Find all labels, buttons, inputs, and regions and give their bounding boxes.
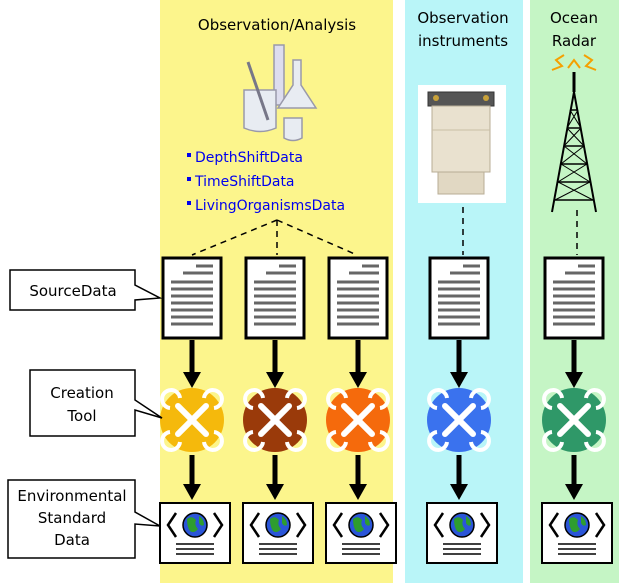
analysis-title: Observation/Analysis	[198, 16, 356, 34]
observation-instrument-icon	[418, 85, 506, 203]
source-data-label: SourceData	[29, 282, 116, 300]
creation-tool-orange	[326, 388, 390, 452]
source-document	[327, 256, 389, 340]
creation-tool-callout: Creation Tool	[29, 369, 163, 437]
standard-data-label-line3: Data	[54, 531, 90, 549]
list-item: DepthShiftData	[195, 150, 303, 166]
source-data-callout: SourceData	[9, 269, 163, 311]
creation-tool-blue	[427, 388, 491, 452]
creation-tool-label-line1: Creation	[50, 384, 113, 402]
standard-data-document	[158, 501, 232, 565]
list-item: TimeShiftData	[194, 174, 295, 190]
analysis-data-list: DepthShiftData TimeShiftData LivingOrgan…	[187, 150, 345, 214]
source-document	[428, 256, 490, 340]
creation-tool-green	[542, 388, 606, 452]
arrows-tool-to-standard	[189, 455, 577, 486]
instruments-title-line2: instruments	[418, 32, 508, 50]
standard-data-document	[425, 501, 499, 565]
arrows-doc-to-tool	[189, 340, 577, 375]
radar-tower-icon	[551, 54, 597, 213]
radar-title-line2: Radar	[552, 32, 597, 50]
radar-title-line1: Ocean	[550, 9, 598, 27]
creation-tool-yellow	[160, 388, 224, 452]
standard-data-document	[241, 501, 315, 565]
standard-data-document	[324, 501, 398, 565]
arrowheads-tool-to-standard	[183, 484, 583, 500]
source-document	[161, 256, 223, 340]
standard-data-label-line2: Standard	[38, 509, 106, 527]
standard-data-label-line1: Environmental	[17, 487, 126, 505]
source-document	[543, 256, 605, 340]
lab-glassware-icon	[243, 44, 318, 142]
arrowheads-doc-to-tool	[183, 372, 583, 388]
source-document	[244, 256, 306, 340]
creation-tool-brown	[243, 388, 307, 452]
creation-tool-label-line2: Tool	[66, 407, 96, 425]
standard-data-document	[540, 501, 614, 565]
standard-data-callout: Environmental Standard Data	[7, 479, 161, 559]
instruments-title-line1: Observation	[417, 9, 508, 27]
list-item: LivingOrganismsData	[195, 198, 345, 214]
dashed-connectors	[191, 207, 578, 256]
